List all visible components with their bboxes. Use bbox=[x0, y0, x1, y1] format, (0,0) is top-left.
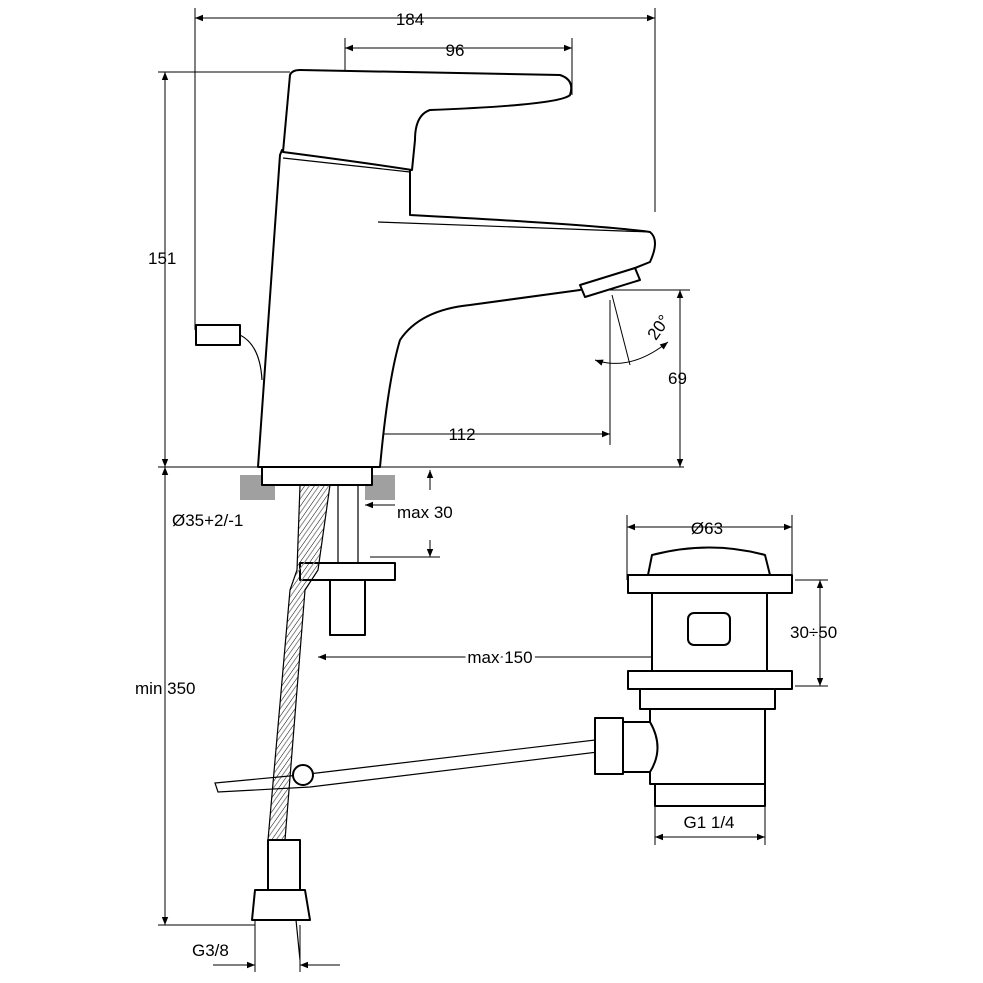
label-20deg: 20° bbox=[644, 312, 674, 344]
label-g3-8: G3/8 bbox=[192, 941, 229, 960]
faucet-base bbox=[261, 466, 373, 486]
label-g1-1-4: G1 1/4 bbox=[683, 813, 734, 832]
waste-valve bbox=[594, 546, 793, 807]
dimension-labels: 184 96 151 20° 69 112 Ø35+2/-1 max 30 Ø6… bbox=[135, 10, 837, 960]
faucet-body bbox=[257, 149, 656, 468]
rod-connector bbox=[594, 717, 624, 775]
label-184: 184 bbox=[396, 10, 424, 29]
faucet bbox=[195, 69, 656, 961]
popup-knob bbox=[195, 324, 241, 346]
label-max-150: max 150 bbox=[467, 648, 532, 667]
rod-clip bbox=[292, 764, 314, 786]
nut bbox=[329, 579, 366, 636]
extension-lines bbox=[158, 8, 828, 972]
aerator bbox=[579, 267, 641, 298]
label-min-350: min 350 bbox=[135, 679, 195, 698]
label-30-50: 30÷50 bbox=[790, 623, 837, 642]
label-151: 151 bbox=[148, 249, 176, 268]
label-waste-diameter: Ø63 bbox=[691, 519, 723, 538]
mounting-stud bbox=[337, 484, 359, 566]
hose-fitting bbox=[251, 889, 311, 921]
label-112: 112 bbox=[448, 425, 475, 444]
label-96: 96 bbox=[446, 41, 465, 60]
lever-handle bbox=[282, 69, 573, 171]
label-max-30: max 30 bbox=[397, 503, 453, 522]
label-hole-diameter: Ø35+2/-1 bbox=[172, 511, 243, 530]
label-69: 69 bbox=[668, 369, 687, 388]
flexible-hose bbox=[267, 484, 331, 841]
